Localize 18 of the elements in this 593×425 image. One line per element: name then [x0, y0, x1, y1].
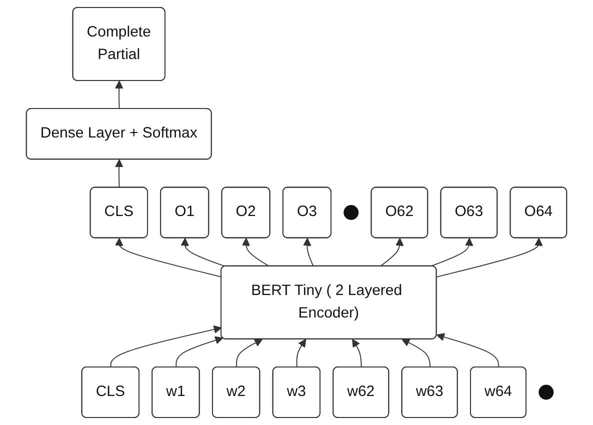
arrow: [236, 338, 263, 368]
arrow: [430, 238, 474, 267]
arrow: [110, 325, 222, 368]
node-dots: [538, 384, 554, 400]
arrow: [242, 238, 270, 267]
arrow: [180, 238, 226, 267]
arrow: [380, 238, 404, 267]
arrow: [114, 159, 124, 188]
arrow: [402, 338, 431, 368]
arrow: [352, 338, 362, 368]
arrow: [114, 238, 222, 278]
arrow: [176, 336, 224, 368]
arrow: [296, 338, 306, 368]
arrow: [303, 238, 314, 267]
node-dots: [344, 205, 359, 220]
arrow: [436, 238, 543, 278]
arrow: [114, 80, 124, 110]
arrow: [436, 333, 500, 368]
